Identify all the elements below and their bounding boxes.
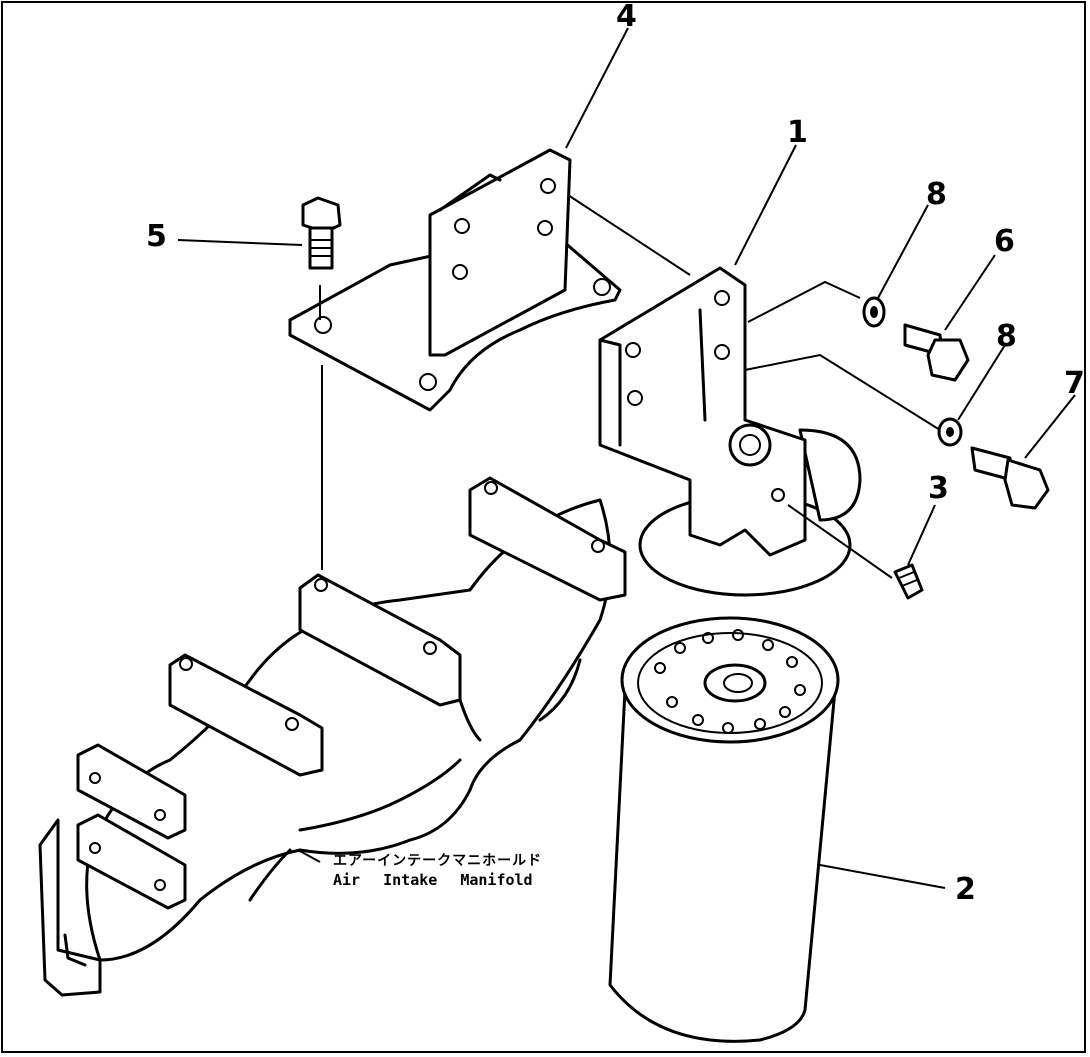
part-8-washer-a: [862, 296, 886, 328]
callout-6: 6: [994, 224, 1015, 259]
part-4-bracket: [288, 148, 622, 412]
part-3-plug: [893, 563, 924, 600]
callout-8a: 8: [926, 177, 947, 212]
callout-4: 4: [616, 0, 637, 34]
callout-7: 7: [1064, 366, 1085, 401]
part-6-bolt: [903, 323, 970, 382]
manifold-label-jp: エアーインテークマニホールド: [333, 853, 543, 869]
manifold-label-en: Air Intake Manifold: [333, 871, 533, 889]
callout-8b: 8: [996, 319, 1017, 354]
part-8-washer-b: [937, 417, 963, 447]
air-intake-manifold: [38, 476, 627, 997]
callout-3: 3: [928, 471, 949, 506]
part-5-bolt: [301, 196, 342, 270]
part-7-bolt: [970, 446, 1050, 510]
callout-5: 5: [146, 219, 167, 254]
callout-1: 1: [787, 115, 808, 150]
leader-lines: [177, 27, 1076, 889]
part-2-filter-cartridge: [608, 616, 840, 1043]
callout-2: 2: [955, 872, 976, 907]
part-1-filter-head: [598, 266, 862, 597]
